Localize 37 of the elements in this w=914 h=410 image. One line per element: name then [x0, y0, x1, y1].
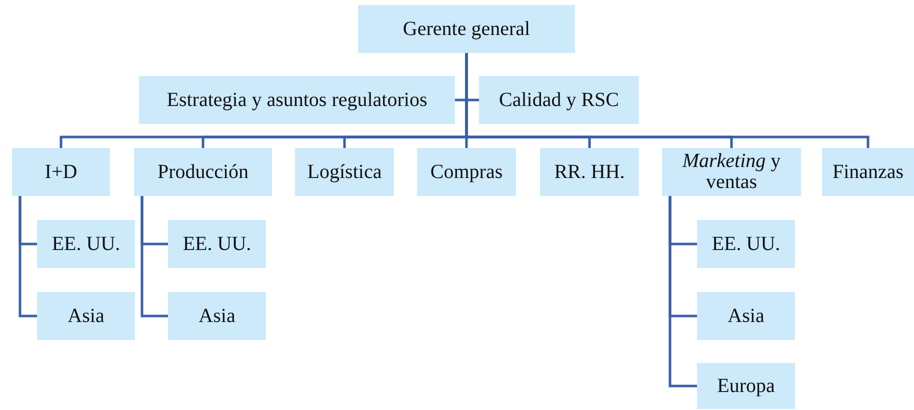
org-box [12, 148, 110, 196]
connector-line [140, 196, 168, 318]
org-box [37, 220, 135, 268]
org-box [417, 148, 516, 196]
org-box [139, 76, 455, 124]
connector-line [668, 196, 697, 388]
org-label: Europa [717, 376, 775, 396]
org-label: Producción [157, 162, 249, 182]
org-box [697, 292, 795, 340]
org-box [540, 148, 639, 196]
org-label: Marketing y ventas [681, 151, 782, 193]
org-label: Calidad y RSC [498, 90, 619, 110]
org-box [295, 148, 394, 196]
org-label: Asia [728, 306, 764, 326]
org-label: RR. HH. [554, 162, 625, 182]
org-label: EE. UU. [712, 234, 780, 254]
org-box [168, 292, 266, 340]
org-label: Asia [68, 306, 104, 326]
org-label: I+D [44, 162, 78, 182]
org-label: Logística [307, 162, 382, 182]
org-box [822, 148, 914, 196]
org-label: Finanzas [832, 162, 904, 182]
org-label: Estrategia y asuntos regulatorios [166, 90, 428, 110]
connector-line [18, 196, 37, 318]
org-box [168, 220, 266, 268]
org-box [697, 363, 795, 409]
org-label: EE. UU. [52, 234, 120, 254]
org-box [358, 5, 575, 53]
org-box [662, 148, 801, 196]
org-box [37, 292, 135, 340]
org-box [479, 76, 639, 124]
org-label: Asia [198, 306, 236, 326]
org-label: Compras [430, 162, 503, 182]
org-label: Gerente general [402, 18, 530, 40]
org-box [697, 220, 795, 268]
org-label: EE. UU. [182, 234, 252, 254]
org-box [134, 148, 272, 196]
